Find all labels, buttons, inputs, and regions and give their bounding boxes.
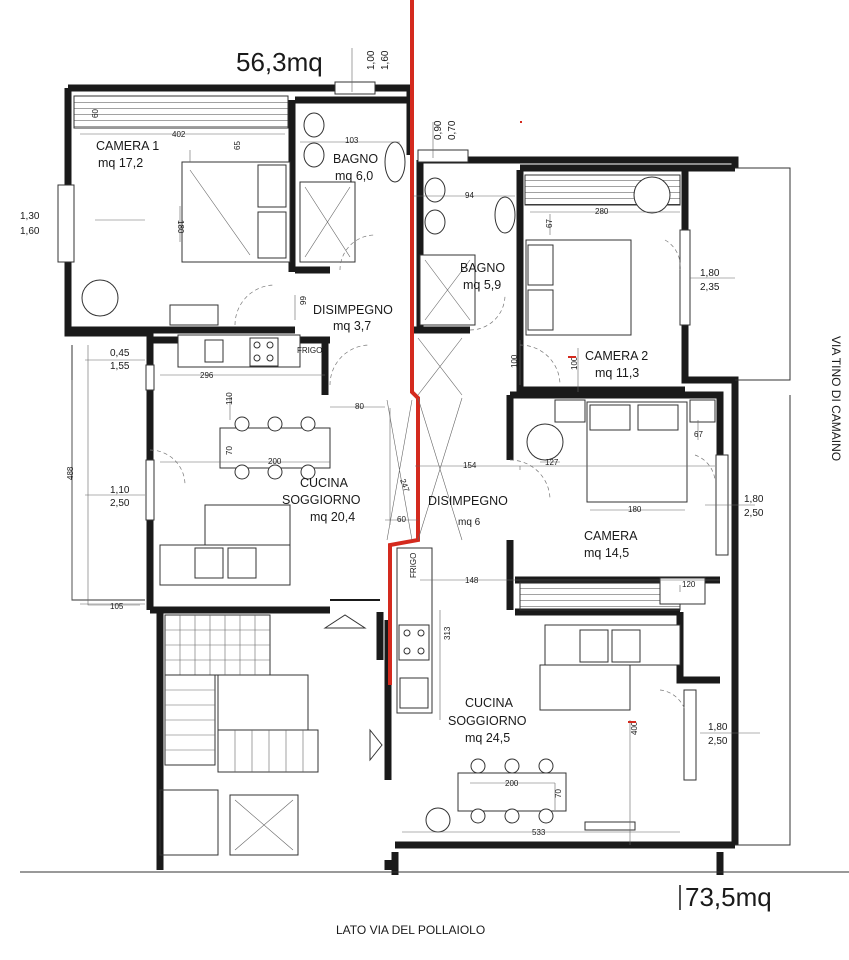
dim-80: 80 [355,402,364,411]
room-disimpegno1-area: mq 3,7 [333,319,371,333]
right-total-area: 73,5mq [685,882,772,912]
area-totals: 56,3mq 73,5mq [236,47,772,912]
furniture [73,95,716,856]
appliance-labels: FRIGO FRIGO [297,346,418,578]
dim-313: 313 [443,626,452,640]
dim-127: 127 [545,458,559,467]
window-mid-a: 0,70 [447,120,458,140]
dim-280: 280 [595,207,609,216]
dim-105: 105 [110,602,124,611]
window-sizes: 1,00 1,60 0,70 0,90 1,30 1,60 0,45 1,55 … [20,50,764,747]
dim-180: 180 [628,505,642,514]
dim-99: 99 [299,296,308,305]
dimension-lines [71,48,760,845]
window-cam1-a: 1,30 [20,211,40,222]
dim-70: 70 [225,446,234,455]
room-bagno1-area: mq 6,0 [335,169,373,183]
room-camera2-area: mq 11,3 [595,366,639,380]
room-bagno2-area: mq 5,9 [463,278,501,292]
dim-533: 533 [532,828,546,837]
room-camera2-name: CAMERA 2 [585,349,648,363]
window-cam1-b: 1,60 [20,226,40,237]
dim-148: 148 [465,576,479,585]
dim-67: 67 [545,219,554,228]
red-markers [520,121,636,723]
window-liv2-b: 2,50 [708,736,728,747]
room-disimpegno2-area: mq 6 [458,517,481,528]
division-line [388,0,420,685]
dim-70b: 70 [554,789,563,798]
dim-154: 154 [463,461,477,470]
dim-100: 100 [510,354,519,368]
window-top-b: 1,60 [380,50,391,70]
window-kit1-b: 1,55 [110,361,130,372]
room-cucina1-line1: CUCINA [300,476,349,490]
room-labels: CAMERA 1 mq 17,2 BAGNO mq 6,0 DISIMPEGNO… [96,139,648,745]
dim-103: 103 [345,136,359,145]
room-disimpegno1-name: DISIMPEGNO [313,303,393,317]
window-top-a: 1,00 [366,50,377,70]
dim-400: 400 [630,721,639,735]
dim-402: 402 [172,130,186,139]
room-bagno2-name: BAGNO [460,261,505,275]
room-cucina1-line2: SOGGIORNO [282,493,361,507]
window-cam3-b: 2,50 [744,508,764,519]
window-liv1-b: 2,50 [110,498,130,509]
dim-200: 200 [268,457,282,466]
street-right-label: VIA TINO DI CAMAINO [829,336,843,461]
room-camera3-name: CAMERA [584,529,638,543]
window-cam3-a: 1,80 [744,494,764,505]
room-cucina1-area: mq 20,4 [310,510,355,524]
window-cam2-a: 1,80 [700,268,720,279]
window-cam2-b: 2,35 [700,282,720,293]
room-bagno1-name: BAGNO [333,152,378,166]
street-bottom-label: LATO VIA DEL POLLAIOLO [336,923,485,937]
dim-200b: 200 [505,779,519,788]
window-mid-b: 0,90 [433,120,444,140]
dim-247: 247 [398,478,411,494]
window-kit1-a: 0,45 [110,348,130,359]
room-cucina2-area: mq 24,5 [465,731,510,745]
room-camera1-area: mq 17,2 [98,156,143,170]
dim-120: 120 [682,580,696,589]
dim-60: 60 [91,109,100,118]
dim-100b: 100 [570,356,579,370]
frigo-label-1: FRIGO [297,346,322,355]
left-total-area: 56,3mq [236,47,323,77]
frigo-label-2: FRIGO [409,553,418,578]
dim-180v: 180 [176,220,185,234]
dim-296: 296 [200,371,214,380]
room-disimpegno2-name: DISIMPEGNO [428,494,508,508]
dim-65: 65 [233,141,242,150]
dimension-labels: 402 60 65 180 103 99 296 110 70 200 488 … [66,109,703,837]
dim-110: 110 [225,392,234,405]
dim-60b: 60 [397,515,406,524]
doors [149,234,716,711]
room-camera1-name: CAMERA 1 [96,139,159,153]
street-labels: VIA TINO DI CAMAINO LATO VIA DEL POLLAIO… [336,336,843,937]
dim-488: 488 [66,466,75,480]
window-liv1-a: 1,10 [110,485,130,496]
dim-67b: 67 [694,430,703,439]
room-camera3-area: mq 14,5 [584,546,629,560]
window-liv2-a: 1,80 [708,722,728,733]
room-cucina2-line2: SOGGIORNO [448,714,527,728]
dim-94: 94 [465,191,474,200]
room-cucina2-line1: CUCINA [465,696,514,710]
